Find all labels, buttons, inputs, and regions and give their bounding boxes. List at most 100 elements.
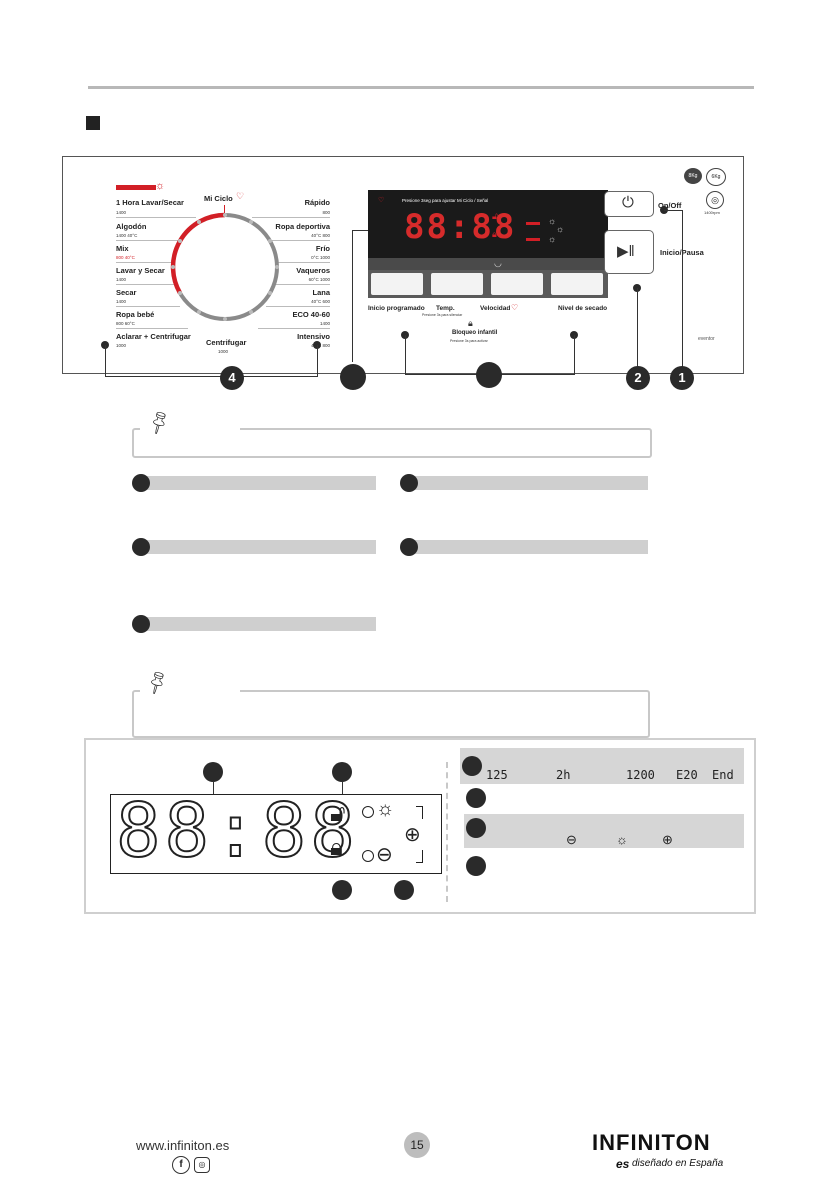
program-sub: 1000	[116, 343, 127, 348]
dial-top-label: Mi Ciclo	[204, 194, 233, 203]
note-box	[132, 690, 650, 738]
heart-icon: ♡	[511, 303, 519, 312]
program-label: Aclarar + Centrifugar	[116, 332, 191, 341]
bullet-dot	[466, 818, 486, 838]
spin-icon: ◎	[706, 191, 724, 209]
note-box	[132, 428, 652, 458]
readout-row	[460, 748, 744, 784]
facebook-icon[interactable]: f	[172, 1156, 190, 1174]
program-label: Lana	[312, 288, 330, 297]
power-button[interactable]: ⏻	[604, 191, 654, 217]
program-sub: 1400	[116, 299, 127, 304]
program-sub: 800 40°C	[116, 255, 135, 260]
leader-line	[682, 210, 683, 368]
info-bar	[408, 540, 648, 554]
divider	[266, 306, 330, 307]
dial-tick	[275, 265, 279, 269]
dial-tick	[197, 310, 201, 314]
red-bar	[116, 185, 156, 190]
divider	[116, 306, 180, 307]
program-sub: 60°C 1000	[308, 277, 330, 282]
sun-plus-icon: ⊕	[404, 824, 421, 846]
bracket	[416, 850, 423, 863]
instagram-icon[interactable]: ◎	[194, 1157, 210, 1173]
rpm-label: 1400rpm	[704, 210, 720, 215]
dial-tick	[223, 213, 227, 217]
sun-minus-icon: ⊖	[566, 832, 577, 847]
program-sub: 40°C 800	[311, 233, 330, 238]
callout-digits	[203, 762, 223, 782]
program-label: Frío	[315, 244, 330, 253]
start-pause-button[interactable]: ▶‖	[604, 230, 654, 274]
sun-icon: ☼	[155, 180, 166, 192]
dial-tick	[178, 291, 182, 295]
dial-tick	[223, 317, 227, 321]
lock-icon: 🔓︎	[492, 211, 498, 221]
program-label: Algodón	[116, 222, 147, 231]
callout-4: 4	[220, 366, 244, 390]
callout-child-lock	[332, 880, 352, 900]
bullet-dot	[400, 538, 418, 556]
button-velocidad[interactable]	[491, 273, 543, 295]
dial-tick	[171, 265, 175, 269]
dial-bottom-label: Centrifugar	[206, 338, 247, 347]
label-temp: Temp.	[436, 305, 455, 312]
display-digits: 88:88	[404, 207, 517, 247]
dial-tick	[178, 239, 182, 243]
dial-tick	[197, 220, 201, 224]
program-sub: 1400 40°C	[116, 233, 138, 238]
sun-icon: ☼	[376, 798, 395, 820]
lock-icon: 🔓︎	[330, 800, 346, 827]
program-label: Mix	[116, 244, 129, 253]
callout-dry-level	[394, 880, 414, 900]
dry-capacity-badge: 6Kg	[706, 168, 726, 186]
program-label: Ropa bebé	[116, 310, 155, 319]
bullet-dot	[462, 756, 482, 776]
top-rule	[88, 86, 754, 89]
button-inicio-programado[interactable]	[371, 273, 423, 295]
bullet-dot	[466, 788, 486, 808]
info-bar	[140, 540, 376, 554]
program-dial[interactable]	[168, 210, 282, 324]
program-label: ECO 40-60	[292, 310, 330, 319]
leader-line	[574, 335, 575, 375]
bullet-dot	[132, 615, 150, 633]
callout-display	[340, 364, 366, 390]
program-label: Intensivo	[297, 332, 330, 341]
leader-line	[105, 376, 317, 377]
sun-icon: ☼	[548, 216, 557, 226]
bracket	[416, 806, 423, 819]
program-sub: 800	[322, 210, 330, 215]
dial-tick	[268, 291, 272, 295]
callout-1: 1	[670, 366, 694, 390]
child-lock-icon: 🔒︎	[330, 834, 343, 861]
level-bar	[526, 238, 540, 241]
leader-line	[105, 345, 106, 377]
program-sub: 40°C 600	[311, 299, 330, 304]
label-inicio-pausa: Inicio/Pausa	[660, 248, 704, 257]
info-bar	[408, 476, 648, 490]
divider	[270, 284, 330, 285]
program-label: Secar	[116, 288, 137, 297]
website-url[interactable]: www.infiniton.es	[136, 1138, 230, 1153]
info-bar	[140, 617, 376, 631]
note-tab	[140, 422, 240, 430]
display-hint: Presione 3seg para ajustar Mi Ciclo / Se…	[402, 198, 489, 203]
divider	[116, 328, 188, 329]
dial-tick	[249, 220, 253, 224]
sun-minus-icon: ☼	[548, 234, 557, 244]
divider	[116, 284, 176, 285]
button-temp[interactable]	[431, 273, 483, 295]
divider	[252, 217, 330, 218]
bullet-dot	[132, 474, 150, 492]
readout-value: 2h	[556, 768, 571, 782]
callout-buttons	[476, 362, 502, 388]
button-nivel-secado[interactable]	[551, 273, 603, 295]
program-label: Rápido	[304, 198, 330, 207]
page-number: 15	[404, 1132, 430, 1158]
brand-tagline: diseñado en España	[632, 1158, 724, 1169]
callout-lock	[332, 762, 352, 782]
leader-line	[637, 288, 638, 368]
divider	[116, 240, 182, 241]
play-pause-icon: ▶‖	[617, 243, 635, 260]
